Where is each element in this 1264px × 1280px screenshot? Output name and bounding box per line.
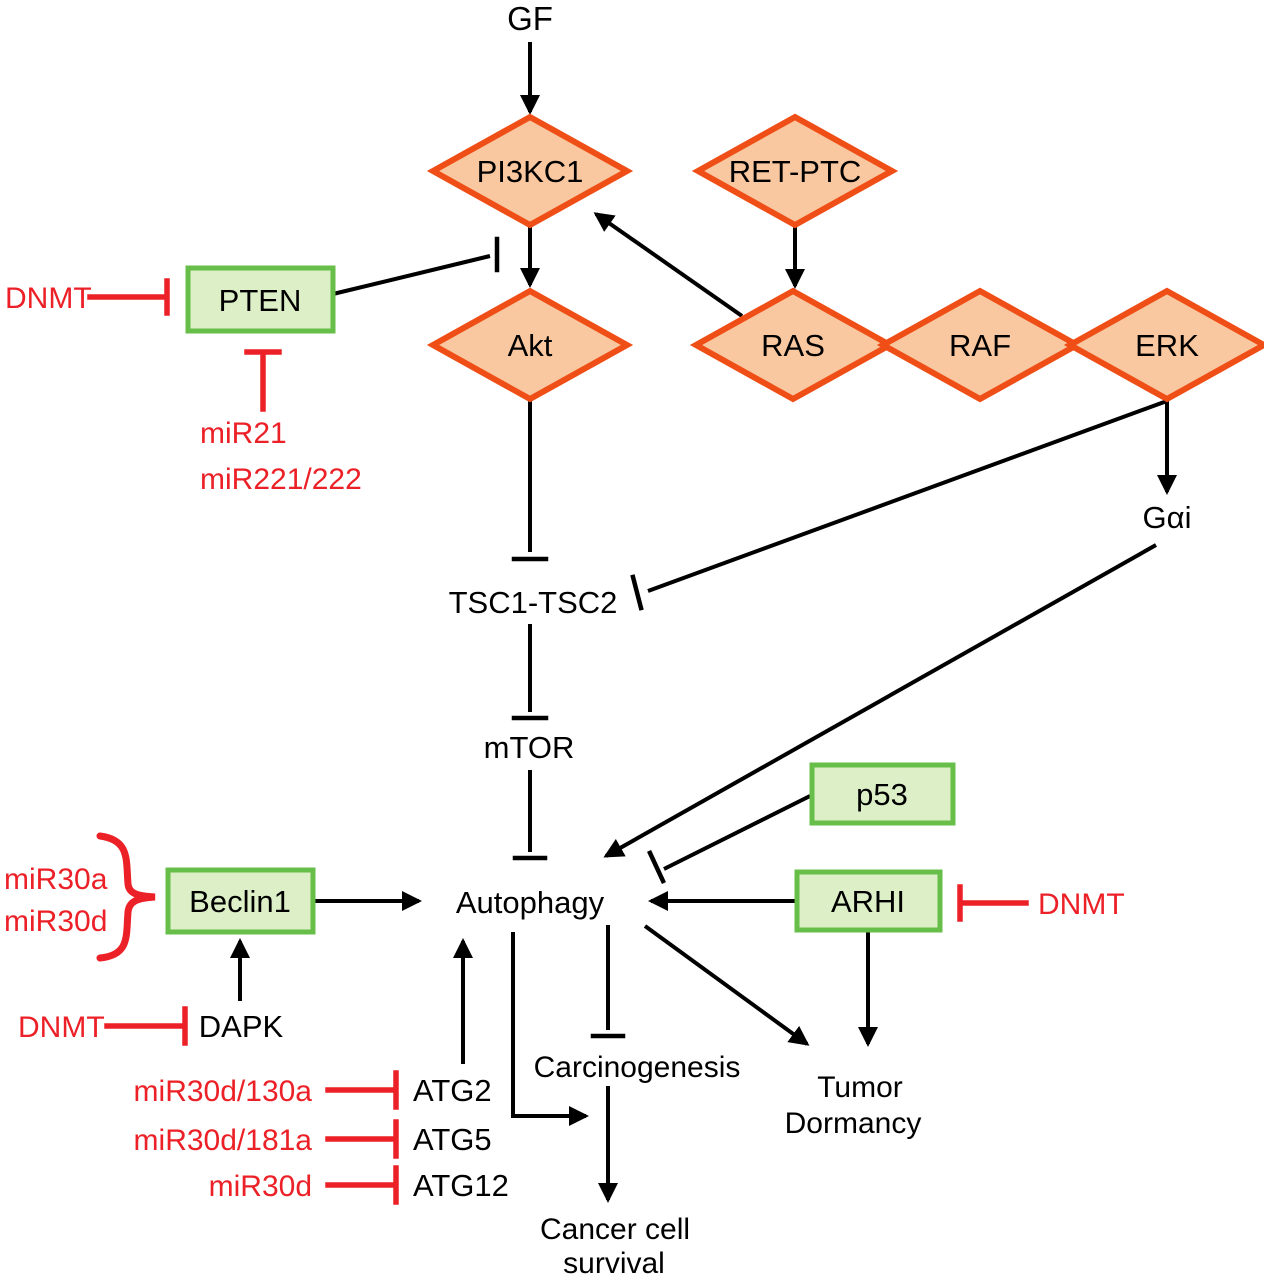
node-carcinogenesis-label: Carcinogenesis (534, 1051, 741, 1084)
node-mtor-label: mTOR (484, 730, 575, 765)
edge-dnmt-inhibits-dapk (104, 1006, 188, 1046)
edge-autophagy-tumordormancy (643, 924, 810, 1046)
edge-autophagy-inhibits-carcinogenesis (590, 925, 626, 1039)
node-atg5-label: ATG5 (413, 1122, 492, 1157)
plain-text-nodes: GF Gαi TSC1-TSC2 mTOR Autophagy DAPK ATG… (199, 0, 1192, 1280)
node-ras-label: RAS (761, 328, 825, 363)
label-mir30d: miR30d (4, 905, 107, 938)
node-erk-diamond (1063, 287, 1264, 403)
node-arhi-box (794, 869, 943, 933)
label-mir30d-130a: miR30d/130a (134, 1075, 313, 1108)
node-erk-label: ERK (1135, 328, 1199, 363)
node-gf-label: GF (507, 0, 553, 37)
edge-erk-inhibits-tsc (630, 399, 1168, 611)
node-dapk-label: DAPK (199, 1009, 284, 1044)
diamond-nodes: PI3KC1 RET-PTC Akt RAS RAF ERK (426, 113, 1264, 403)
edge-mir30d181a-inhibits-atg5 (325, 1119, 399, 1159)
inhibition-edges-black (332, 236, 1168, 1039)
node-tsc-label: TSC1-TSC2 (449, 585, 618, 620)
label-mir30d-atg12: miR30d (209, 1170, 312, 1203)
node-tumor-dormancy-line2: Dormancy (785, 1107, 922, 1140)
mir30-curly-brace (96, 832, 156, 962)
node-gai-label: Gαi (1143, 500, 1192, 535)
node-tumor-dormancy-line1: Tumor (817, 1071, 903, 1104)
edge-dnmt-inhibits-arhi (957, 884, 1029, 922)
node-atg2-label: ATG2 (413, 1073, 492, 1108)
node-pten-box (185, 265, 336, 334)
red-regulator-labels: DNMT miR21 miR221/222 miR30a miR30d DNMT… (4, 282, 1125, 1203)
inhibition-edges-red (87, 278, 1029, 1205)
edge-pten-inhibits-pi3kc1 (332, 236, 500, 296)
label-dnmt-pten: DNMT (5, 282, 92, 315)
node-pi3kc1-label: PI3KC1 (477, 154, 584, 189)
edge-tsc-inhibits-mtor (511, 624, 549, 721)
label-mir30a: miR30a (4, 863, 108, 896)
node-arhi-label: ARHI (831, 884, 905, 919)
label-mir221-222: miR221/222 (200, 463, 362, 496)
label-mir30d-181a: miR30d/181a (134, 1124, 313, 1157)
node-akt-diamond (426, 287, 634, 403)
node-retptc-label: RET-PTC (729, 154, 862, 189)
node-retptc-diamond (691, 113, 899, 229)
edge-mir30d-inhibits-atg12 (325, 1165, 399, 1205)
edge-p53-inhibits-autophagy (647, 794, 811, 884)
node-beclin1-label: Beclin1 (189, 884, 291, 919)
edge-mir30d130a-inhibits-atg2 (325, 1070, 399, 1110)
label-mir21: miR21 (200, 417, 287, 450)
edge-gai-autophagy (603, 543, 1157, 858)
edge-akt-inhibits-tsc (511, 401, 549, 562)
node-p53-box (809, 762, 956, 826)
edge-dnmt-inhibits-pten (87, 278, 170, 316)
node-p53-label: p53 (856, 777, 908, 812)
node-pi3kc1-diamond (426, 113, 634, 229)
node-cancer-cell-survival-line2: survival (563, 1247, 665, 1280)
label-dnmt-dapk: DNMT (18, 1011, 105, 1044)
edge-mir21-inhibits-pten (244, 349, 282, 412)
edge-mtor-inhibits-autophagy (512, 770, 548, 861)
edge-ras-pi3kc1 (593, 212, 744, 318)
node-pten-label: PTEN (219, 283, 302, 318)
label-dnmt-arhi: DNMT (1038, 888, 1125, 921)
activation-arrows (230, 42, 1177, 1203)
node-autophagy-label: Autophagy (456, 885, 605, 920)
node-atg12-label: ATG12 (413, 1168, 509, 1203)
green-box-nodes: PTEN p53 Beclin1 ARHI (165, 265, 956, 935)
node-beclin1-box (165, 867, 316, 935)
node-cancer-cell-survival-line1: Cancer cell (540, 1213, 690, 1246)
node-akt-label: Akt (508, 328, 553, 363)
edge-autophagy-survival-elbow (511, 932, 589, 1126)
node-raf-label: RAF (949, 328, 1011, 363)
